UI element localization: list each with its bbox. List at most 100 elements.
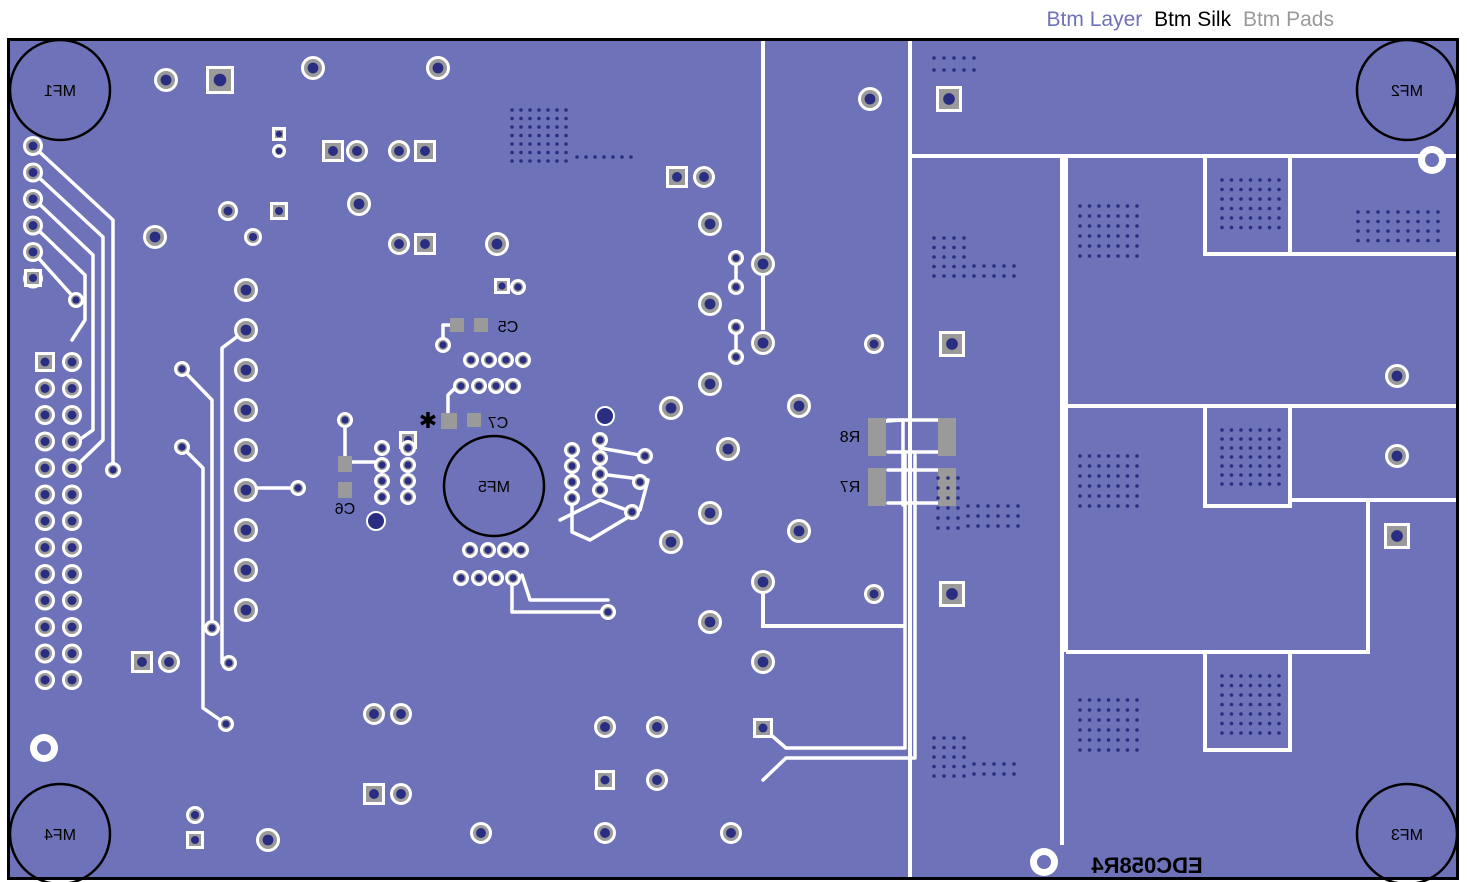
via-dot	[932, 755, 936, 759]
via-dot	[1366, 229, 1370, 233]
via-dot	[1106, 454, 1111, 458]
via-dot	[1135, 464, 1139, 468]
via-dot	[1277, 731, 1281, 735]
via-dot	[546, 116, 550, 121]
via-dot	[1229, 178, 1234, 182]
via-dot	[952, 68, 956, 72]
via-dot	[952, 745, 956, 750]
pad-drill	[704, 298, 716, 310]
legend-btm-pads[interactable]: Btm Pads	[1242, 8, 1334, 31]
via-dot	[1239, 216, 1243, 220]
via-dot	[1135, 224, 1139, 228]
pad-drill	[378, 461, 386, 469]
via-dot	[1258, 473, 1262, 477]
via-dot	[1277, 455, 1281, 459]
pad-drill	[758, 723, 768, 733]
via-dot	[1376, 219, 1380, 224]
via-dot	[1248, 206, 1253, 211]
pad-drill	[475, 382, 483, 390]
via-dot	[1248, 187, 1253, 192]
via	[595, 406, 615, 426]
via-dot	[1239, 674, 1243, 678]
via-dot	[1277, 178, 1281, 182]
label-mf1: MF1	[44, 83, 76, 100]
via-dot	[1220, 464, 1224, 468]
via-dot	[1220, 482, 1224, 486]
via-dot	[952, 764, 956, 769]
pad-drill	[439, 341, 447, 349]
via-dot	[952, 245, 956, 250]
pad-drill	[40, 410, 50, 420]
via-dot	[1220, 216, 1224, 220]
pad-drill	[190, 810, 200, 820]
pad-drill	[514, 283, 522, 291]
via-dot	[1258, 206, 1262, 211]
via-dot	[1416, 238, 1420, 243]
via-dot	[992, 772, 996, 776]
via-dot	[1220, 712, 1224, 716]
via-dot	[1006, 524, 1010, 528]
via-dot	[962, 264, 966, 269]
pad-drill	[341, 416, 349, 424]
via-dot	[1239, 464, 1243, 468]
pad-drill	[28, 194, 38, 204]
via-dot	[1267, 693, 1272, 697]
pad-drill	[757, 337, 769, 349]
via-dot	[1097, 728, 1101, 732]
pad-drill	[420, 146, 430, 156]
via-dot	[1220, 693, 1224, 697]
via-dot	[946, 476, 950, 480]
via-dot	[546, 159, 550, 163]
pad-drill	[164, 657, 174, 667]
via-dot	[1125, 494, 1130, 498]
via-dot	[1220, 437, 1224, 441]
via-dot	[1125, 728, 1130, 732]
via-dot	[1220, 683, 1224, 688]
via-dot	[1078, 494, 1082, 498]
via-dot	[1229, 473, 1234, 477]
via-dot	[1135, 244, 1139, 248]
pad-drill	[396, 709, 406, 719]
legend-btm-silk[interactable]: Btm Silk	[1154, 8, 1232, 31]
via-dot	[1135, 454, 1139, 458]
pad-drill	[704, 378, 716, 390]
pad-drill	[67, 516, 77, 526]
pad-drill	[519, 356, 527, 364]
via-dot	[1125, 748, 1130, 752]
via-dot	[1106, 504, 1111, 508]
via-dot	[1229, 455, 1234, 459]
pad-drill	[40, 490, 50, 499]
via-dot	[1239, 473, 1243, 477]
via-dot	[1239, 446, 1243, 450]
via-dot	[564, 116, 568, 121]
pad-drill	[40, 675, 50, 685]
pad-drill	[476, 828, 486, 838]
pad-drill	[946, 338, 958, 350]
via-dot	[996, 504, 1000, 508]
via-dot	[1106, 484, 1111, 488]
pad-drill	[757, 258, 769, 270]
via-dot	[1220, 187, 1224, 192]
via-dot	[1135, 728, 1139, 732]
pad-drill	[369, 789, 379, 799]
via-dot	[992, 762, 996, 766]
via-dot	[1267, 455, 1272, 459]
via-dot	[942, 264, 946, 269]
via-dot	[956, 516, 960, 520]
via-dot	[1078, 204, 1082, 208]
via-dot	[1220, 428, 1224, 432]
via-dot	[932, 68, 936, 72]
via-dot	[1277, 464, 1281, 468]
pad-drill	[275, 130, 283, 138]
via-dot	[1078, 738, 1082, 742]
legend-btm-layer[interactable]: Btm Layer	[1046, 8, 1143, 31]
pad-drill	[240, 364, 252, 376]
pad-drill	[704, 218, 716, 230]
via-dot	[1220, 225, 1224, 230]
pad-drill	[596, 436, 604, 444]
via-dot	[593, 155, 597, 159]
pad-drill	[699, 172, 709, 182]
via-dot	[956, 526, 960, 530]
via-dot	[564, 159, 568, 163]
via-dot	[528, 150, 532, 155]
